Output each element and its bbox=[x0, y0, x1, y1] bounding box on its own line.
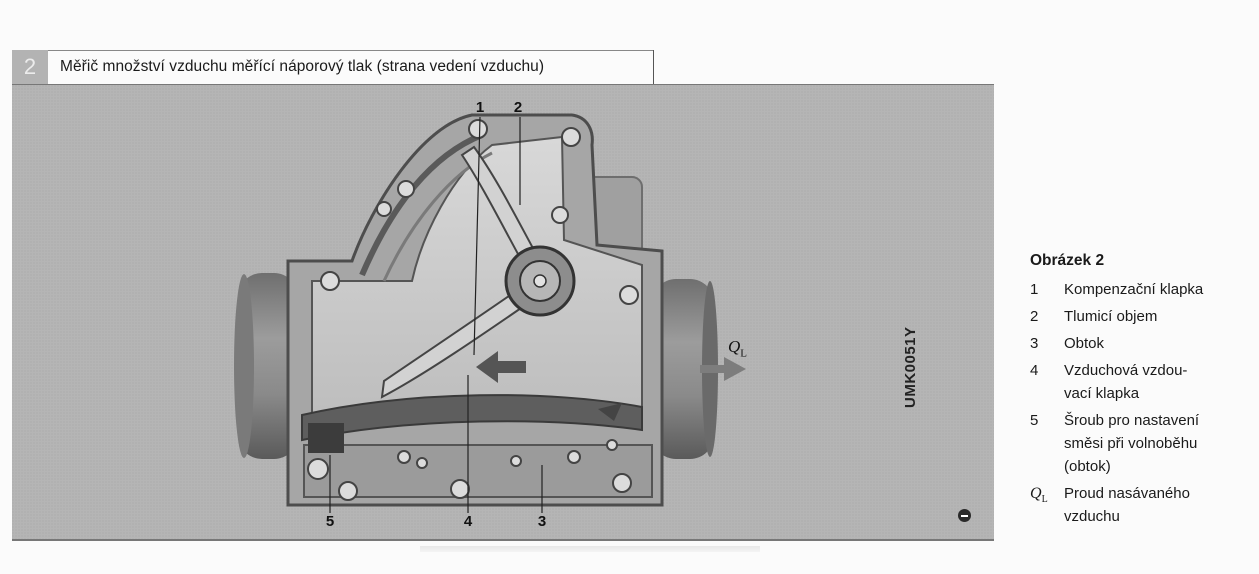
legend-key: 2 bbox=[1030, 308, 1039, 325]
legend-item: 2 Tlumicí objem bbox=[1030, 305, 1255, 328]
callout-5: 5 bbox=[325, 513, 335, 530]
idle-mixture-screw bbox=[308, 423, 344, 453]
figure-header: 2 Měřič množství vzduchu měřící náporový… bbox=[12, 50, 654, 84]
legend-text: Proud nasávaného vzduchu bbox=[1064, 485, 1190, 525]
legend-key: 4 bbox=[1030, 362, 1039, 379]
flow-symbol: Q bbox=[728, 337, 741, 356]
legend-title: Obrázek 2 bbox=[1030, 252, 1105, 269]
callout-1: 1 bbox=[475, 99, 485, 116]
flap-assembly bbox=[380, 145, 576, 399]
legend-key: 1 bbox=[1030, 281, 1039, 298]
flow-label: QL bbox=[728, 337, 747, 359]
legend: Obrázek 2 1 Kompenzační klapka 2 Tlumicí… bbox=[1030, 252, 1255, 532]
legend-item: 5 Šroub pro nastavení směsi při volnoběh… bbox=[1030, 409, 1255, 478]
leader-lines bbox=[329, 116, 543, 513]
airflow-arrows bbox=[476, 351, 746, 421]
callout-2: 2 bbox=[513, 99, 523, 116]
callout-4: 4 bbox=[463, 513, 473, 530]
figure-code: UMK0051Y bbox=[902, 326, 919, 408]
header-rule bbox=[48, 50, 654, 51]
legend-key: 5 bbox=[1030, 412, 1039, 429]
flow-subscript: L bbox=[740, 347, 748, 360]
legend-text: Obtok bbox=[1064, 335, 1105, 352]
legend-key-flow: QL bbox=[1030, 482, 1064, 528]
left-inlet-cylinder bbox=[234, 273, 298, 459]
legend-flow-symbol: Q bbox=[1030, 485, 1042, 502]
figure-title: Měřič množství vzduchu měřící náporový t… bbox=[60, 58, 545, 75]
legend-item: QL Proud nasávaného vzduchu bbox=[1030, 482, 1255, 528]
legend-item: 1 Kompenzační klapka bbox=[1030, 278, 1255, 301]
bleed-through-text bbox=[420, 546, 760, 552]
legend-text: Šroub pro nastavení směsi při volnoběhu … bbox=[1064, 412, 1200, 475]
legend-item: 3 Obtok bbox=[1030, 332, 1255, 355]
legend-text: Tlumicí objem bbox=[1064, 308, 1158, 325]
legend-key: 3 bbox=[1030, 335, 1039, 352]
bosch-logo-icon bbox=[958, 509, 971, 522]
callout-3: 3 bbox=[537, 513, 547, 530]
header-rule-right bbox=[653, 50, 654, 84]
legend-flow-subscript: L bbox=[1041, 494, 1048, 506]
right-outlet-cylinder bbox=[652, 279, 718, 459]
figure-number: 2 bbox=[12, 50, 48, 84]
legend-text: Kompenzační klapka bbox=[1064, 281, 1204, 298]
air-flow-meter-illustration bbox=[12, 85, 994, 539]
legend-item: 4 Vzduchová vzdou- vací klapka bbox=[1030, 359, 1255, 405]
figure-photo: 1 2 5 4 3 QL bbox=[12, 84, 994, 541]
legend-text: Vzduchová vzdou- vací klapka bbox=[1064, 362, 1188, 402]
